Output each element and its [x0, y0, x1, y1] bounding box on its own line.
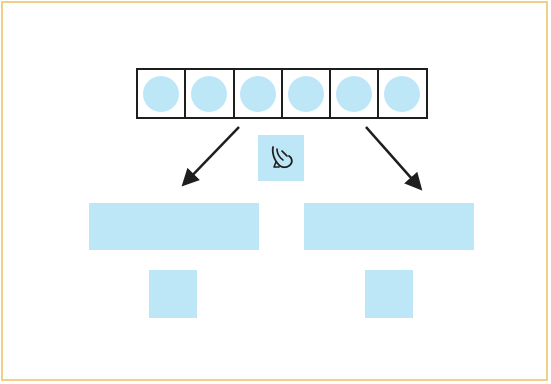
array-circle	[384, 76, 420, 112]
array-circle	[336, 76, 372, 112]
pointer-hand-icon	[271, 146, 293, 169]
array-strip	[136, 68, 428, 119]
left-arrow	[181, 126, 240, 187]
array-cell	[377, 68, 428, 119]
right-panel	[304, 203, 474, 250]
array-circle	[191, 76, 227, 112]
right-square	[365, 270, 413, 318]
left-square	[149, 270, 197, 318]
right-arrow	[365, 126, 423, 191]
pointer-box	[258, 135, 304, 181]
left-panel	[89, 203, 259, 250]
array-circle	[288, 76, 324, 112]
array-circle	[143, 76, 179, 112]
array-circle	[240, 76, 276, 112]
